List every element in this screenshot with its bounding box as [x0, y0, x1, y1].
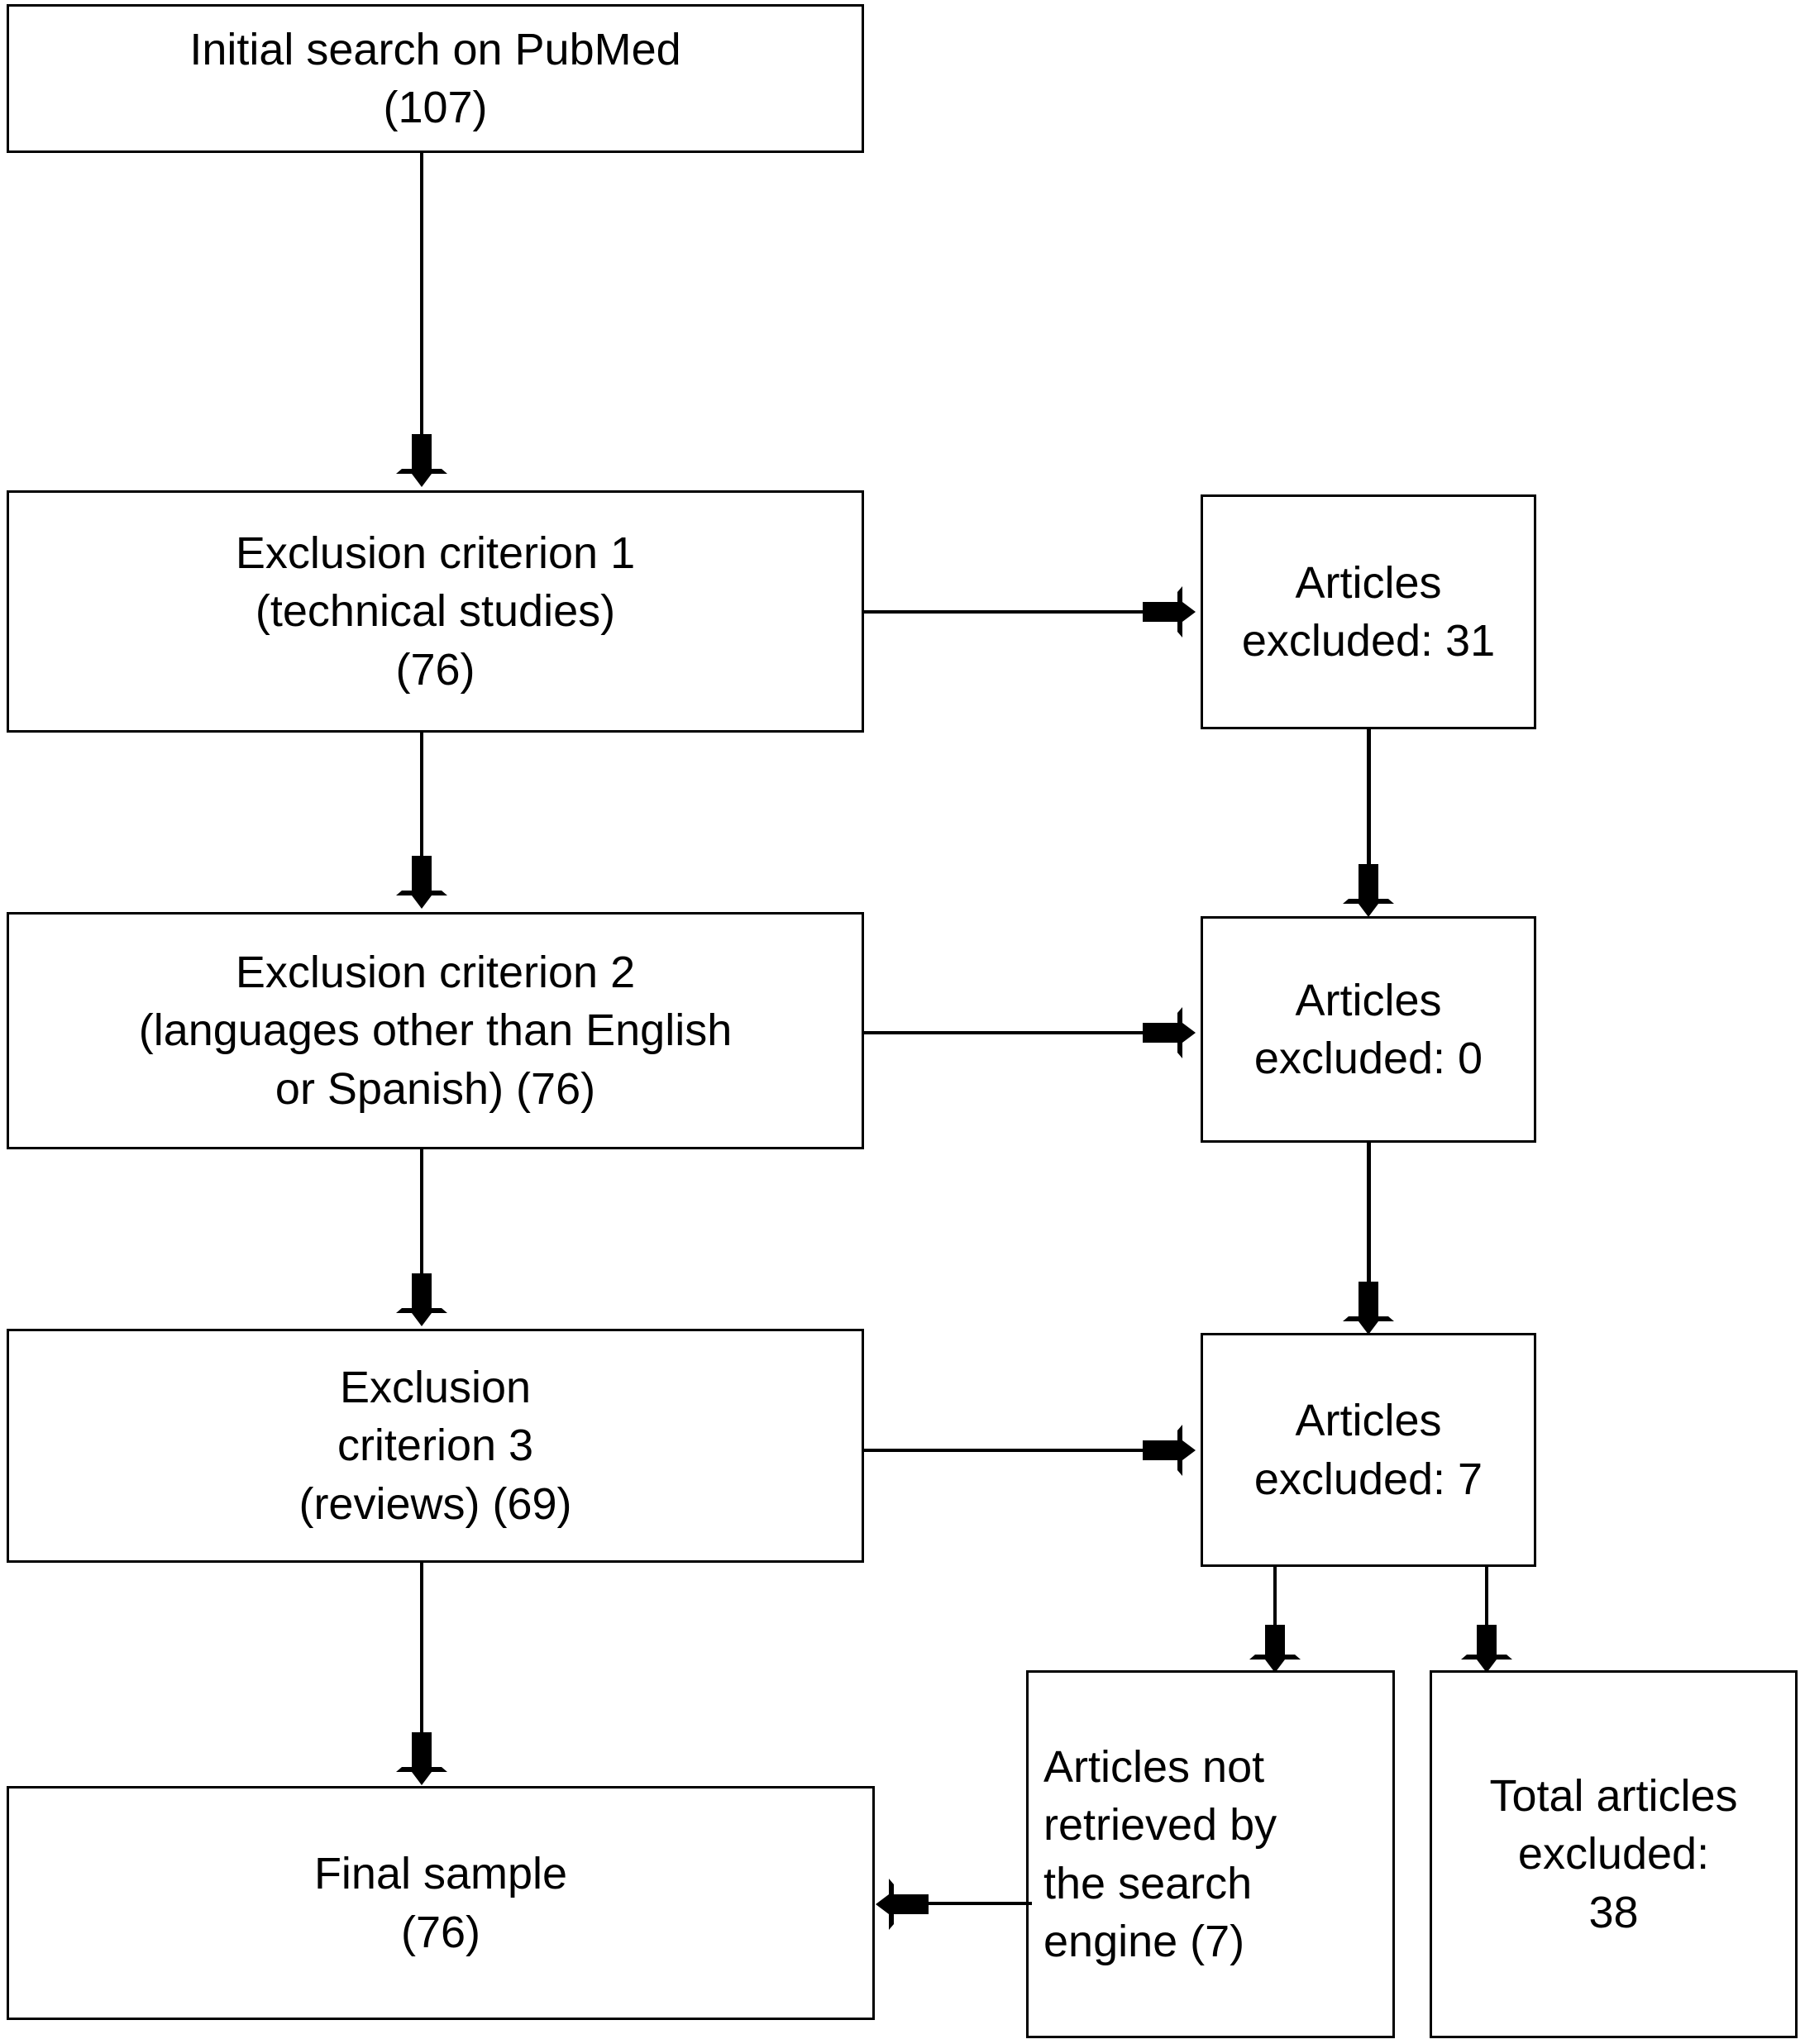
node-articles-excluded-31-line2: excluded: 31: [1241, 616, 1496, 666]
node-articles-excluded-0[interactable]: Articles excluded: 0: [1201, 916, 1536, 1143]
arrow-down-excluded3-to-total-excluded: [1461, 1625, 1512, 1683]
node-articles-excluded-7-line1: Articles: [1295, 1396, 1442, 1446]
node-criterion-3[interactable]: Exclusion criterion 3 (reviews) (69): [7, 1329, 864, 1563]
edge-initial-to-criterion1-line: [420, 153, 423, 447]
edge-excluded3-to-not-retrieved-line: [1273, 1567, 1277, 1645]
node-criterion-2-line1: Exclusion criterion 2: [235, 948, 636, 998]
node-articles-not-retrieved-line3: the search: [1043, 1858, 1253, 1908]
node-criterion-2[interactable]: Exclusion criterion 2 (languages other t…: [7, 912, 864, 1149]
node-articles-excluded-7-line2: excluded: 7: [1253, 1454, 1483, 1504]
node-criterion-1[interactable]: Exclusion criterion 1 (technical studies…: [7, 490, 864, 733]
node-total-articles-excluded[interactable]: Total articles excluded: 38: [1430, 1670, 1798, 2038]
node-articles-excluded-0-line1: Articles: [1295, 975, 1442, 1025]
node-total-articles-excluded-line1: Total articles: [1489, 1771, 1738, 1822]
arrow-right-criterion3-to-excluded3: [1143, 1425, 1206, 1476]
arrow-left-not-retrieved-to-final-sample: [871, 1879, 929, 1930]
node-articles-excluded-0-line2: excluded: 0: [1253, 1034, 1483, 1083]
edge-criterion1-to-criterion2-line: [420, 733, 423, 865]
edge-excluded1-to-excluded2-line: [1367, 729, 1371, 870]
node-criterion-2-line2: (languages other than English: [138, 1005, 733, 1056]
node-initial-search[interactable]: Initial search on PubMed (107): [7, 4, 864, 153]
node-final-sample[interactable]: Final sample (76): [7, 1786, 875, 2020]
node-criterion-2-line3: or Spanish) (76): [275, 1063, 596, 1114]
node-final-sample-line2: (76): [400, 1907, 481, 1957]
node-criterion-3-line1: Exclusion: [339, 1363, 532, 1413]
edge-not-retrieved-to-final-sample-line: [916, 1902, 1032, 1905]
node-articles-excluded-7[interactable]: Articles excluded: 7: [1201, 1333, 1536, 1567]
node-articles-excluded-31[interactable]: Articles excluded: 31: [1201, 494, 1536, 729]
arrow-right-criterion2-to-excluded2: [1143, 1007, 1206, 1058]
edge-excluded2-to-excluded3-line: [1367, 1143, 1371, 1287]
node-total-articles-excluded-line3: 38: [1588, 1887, 1639, 1937]
node-articles-not-retrieved-line1: Articles not: [1043, 1742, 1265, 1793]
edge-criterion1-to-excluded1-line: [864, 610, 1149, 614]
node-articles-not-retrieved-line2: retrieved by: [1043, 1800, 1277, 1851]
arrow-down-excluded3-to-not-retrieved: [1249, 1625, 1301, 1683]
node-articles-not-retrieved[interactable]: Articles not retrieved by the search eng…: [1026, 1670, 1395, 2038]
edge-criterion3-to-excluded3-line: [864, 1449, 1149, 1452]
node-criterion-1-line2: (technical studies): [255, 586, 616, 637]
arrow-down-criterion2-to-criterion3: [396, 1273, 447, 1336]
node-criterion-3-line3: (reviews) (69): [298, 1478, 572, 1529]
node-total-articles-excluded-line2: excluded:: [1517, 1829, 1710, 1879]
edge-criterion3-to-final-sample-line: [420, 1563, 423, 1743]
node-initial-search-line1: Initial search on PubMed: [189, 24, 681, 74]
node-initial-search-line2: (107): [383, 83, 488, 132]
arrow-down-criterion1-to-criterion2: [396, 856, 447, 919]
node-articles-excluded-31-line1: Articles: [1295, 557, 1442, 608]
edge-criterion2-to-excluded2-line: [864, 1031, 1149, 1034]
edge-criterion2-to-criterion3-line: [420, 1149, 423, 1284]
arrow-down-excluded2-to-excluded3: [1343, 1282, 1394, 1344]
arrow-down-excluded1-to-excluded2: [1343, 864, 1394, 927]
node-articles-not-retrieved-line4: engine (7): [1043, 1916, 1245, 1966]
node-criterion-1-line3: (76): [395, 644, 475, 695]
edge-excluded3-to-total-excluded-line: [1485, 1567, 1488, 1645]
arrow-right-criterion1-to-excluded1: [1143, 586, 1206, 638]
node-criterion-1-line1: Exclusion criterion 1: [235, 528, 636, 579]
arrow-down-criterion3-to-final-sample: [396, 1732, 447, 1795]
node-criterion-3-line2: criterion 3: [337, 1421, 534, 1471]
arrow-down-initial-to-criterion1: [396, 434, 447, 497]
node-final-sample-line1: Final sample: [313, 1849, 568, 1899]
